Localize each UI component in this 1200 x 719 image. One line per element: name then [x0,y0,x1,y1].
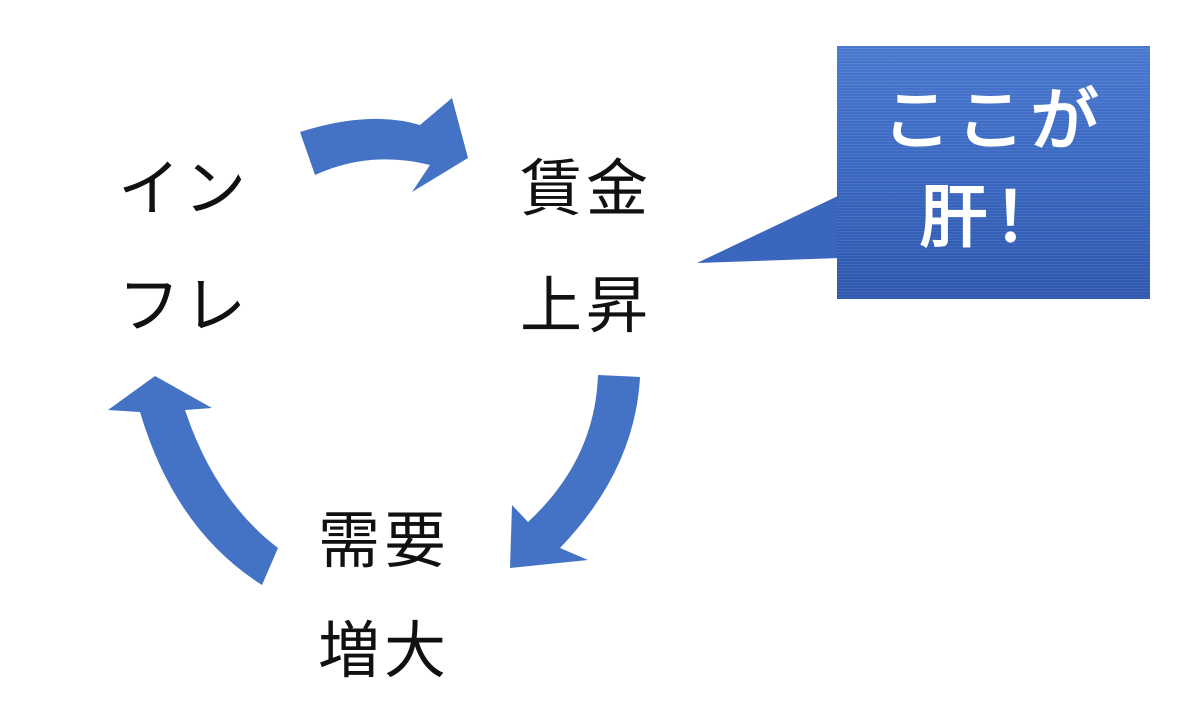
callout-bubble [697,46,1150,299]
node-inflation-line1: イン [118,152,251,225]
node-demand-increase-line2: 増大 [318,614,451,687]
callout-text-line1: ここが [882,82,1105,161]
node-wage-rise-line2: 上昇 [520,269,653,342]
arrow-inflation-to-wage [300,98,468,192]
arrow-demand-to-inflation [108,376,278,585]
callout-text-line2: 肝！ [919,179,1068,258]
node-inflation-line2: フレ [118,269,251,342]
node-wage-rise-line1: 賃金 [520,152,653,225]
node-demand-increase-line1: 需要 [318,504,451,577]
arrow-wage-to-demand [510,375,640,568]
